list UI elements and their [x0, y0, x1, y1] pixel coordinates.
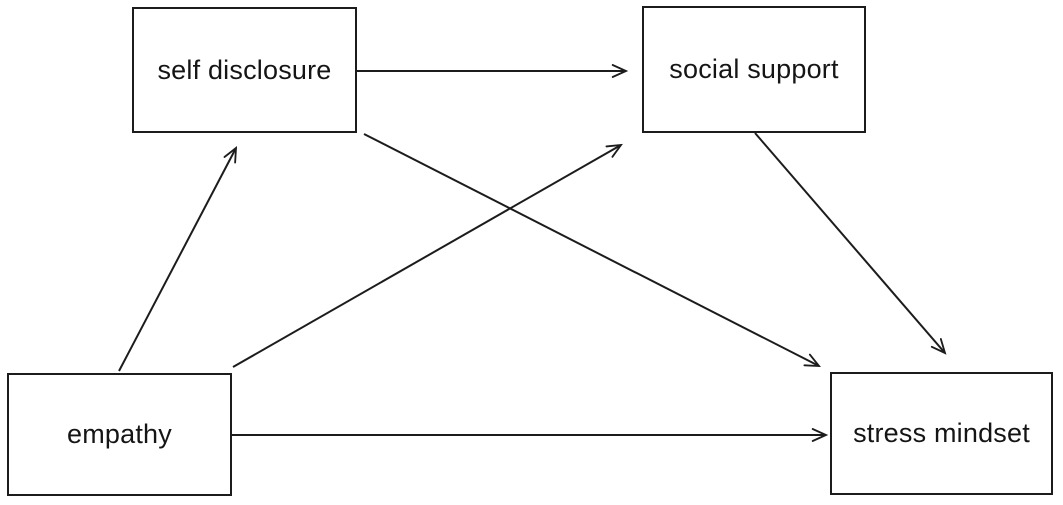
- arrow-social-support-to-stress-mindset: [754, 132, 947, 355]
- node-empathy: empathy: [7, 373, 232, 496]
- node-stress-mindset: stress mindset: [830, 372, 1053, 495]
- node-self-disclosure: self disclosure: [132, 7, 357, 133]
- arrow-empathy-to-self-disclosure: [118, 146, 238, 372]
- arrow-self-disclosure-to-stress-mindset: [363, 133, 821, 368]
- node-social-support: social support: [642, 6, 866, 133]
- node-label-stress-mindset: stress mindset: [853, 418, 1030, 448]
- node-label-social-support: social support: [669, 54, 839, 84]
- node-label-empathy: empathy: [67, 419, 172, 449]
- arrow-empathy-to-social-support: [232, 143, 623, 368]
- node-label-self-disclosure: self disclosure: [157, 54, 332, 85]
